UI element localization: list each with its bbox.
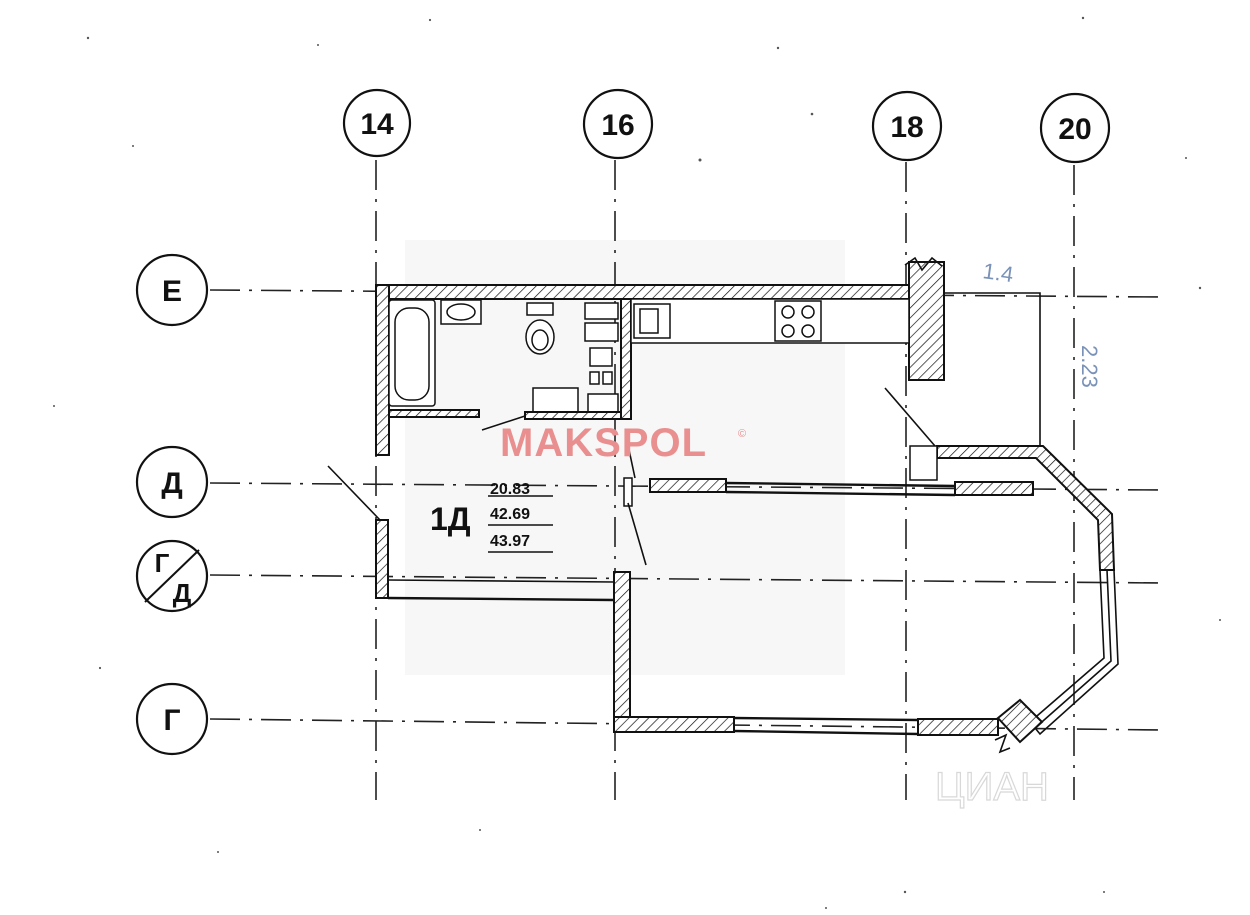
axis-marker-e: Е xyxy=(135,253,209,327)
scan-specks xyxy=(53,16,1221,909)
balcony-outline xyxy=(944,292,1041,446)
brand-mark: © xyxy=(738,428,746,440)
wall-bath-left-partition xyxy=(620,298,632,420)
handwritten-note-1: 1.4 xyxy=(981,258,1015,287)
grid-line-gd xyxy=(209,574,1161,584)
bath-wall-bottom-1 xyxy=(388,409,480,418)
axis-label-e: Е xyxy=(162,275,182,308)
wall-left-lower xyxy=(375,519,389,599)
area-total: 42.69 xyxy=(490,506,530,523)
wall-partition-d2 xyxy=(954,481,1034,496)
axis-marker-20: 20 xyxy=(1039,92,1111,164)
wall-left-upper xyxy=(375,284,390,456)
shelf-1 xyxy=(584,302,619,320)
shelf-3 xyxy=(589,347,613,367)
room-door-swing xyxy=(627,502,647,566)
unit-areas: 20.83 42.69 43.97 xyxy=(488,481,553,553)
wall-room-left xyxy=(613,571,631,733)
axis-marker-g-d: Г Д xyxy=(135,539,209,613)
axis-label-18: 18 xyxy=(890,111,923,144)
axis-marker-d: Д xyxy=(135,445,209,519)
site-watermark: ЦИАН xyxy=(935,765,1049,809)
area-living: 20.83 xyxy=(490,481,530,498)
stove xyxy=(774,300,822,342)
bay-window-lower xyxy=(1028,569,1119,736)
kitchen-door-swing xyxy=(884,387,936,447)
kitchen-counter xyxy=(630,298,910,344)
wall-partition-d1 xyxy=(649,478,727,493)
axis-label-g: Г xyxy=(163,704,180,737)
axis-marker-14: 14 xyxy=(342,88,412,158)
axis-marker-18: 18 xyxy=(871,90,943,162)
entry-door-swing xyxy=(327,465,381,521)
bathroom xyxy=(388,299,622,431)
bay-window-upper xyxy=(936,445,1116,571)
unit-label: 1Д xyxy=(430,501,471,537)
axis-label-d: Д xyxy=(161,467,182,500)
wall-bottom-2 xyxy=(917,718,999,736)
wall-top xyxy=(375,284,911,300)
axis-fraction-top: Г xyxy=(155,548,170,578)
door-jamb xyxy=(623,477,633,507)
axis-label-14: 14 xyxy=(360,108,394,141)
brand-watermark: MAKSPOL xyxy=(500,421,707,465)
kitchen xyxy=(630,298,936,447)
axis-fraction-bottom: Д xyxy=(173,578,192,608)
toilet-tank xyxy=(526,302,554,316)
area-total-balcony: 43.97 xyxy=(490,533,530,550)
handwritten-note-2: 2.23 xyxy=(1077,345,1102,388)
bay-window-pier xyxy=(909,445,938,481)
axis-marker-16: 16 xyxy=(582,88,654,160)
axis-label-20: 20 xyxy=(1058,113,1091,146)
bath-wall-bottom-2 xyxy=(524,411,622,420)
wall-bottom-1 xyxy=(613,716,735,733)
axis-marker-g: Г xyxy=(135,682,209,756)
axis-label-16: 16 xyxy=(601,109,634,142)
shelf-2 xyxy=(584,322,619,342)
column-break xyxy=(904,256,943,272)
column-18 xyxy=(908,261,945,381)
bay-corner xyxy=(996,698,1044,744)
washing-machine xyxy=(532,387,579,413)
bath-door-swing xyxy=(481,415,526,431)
